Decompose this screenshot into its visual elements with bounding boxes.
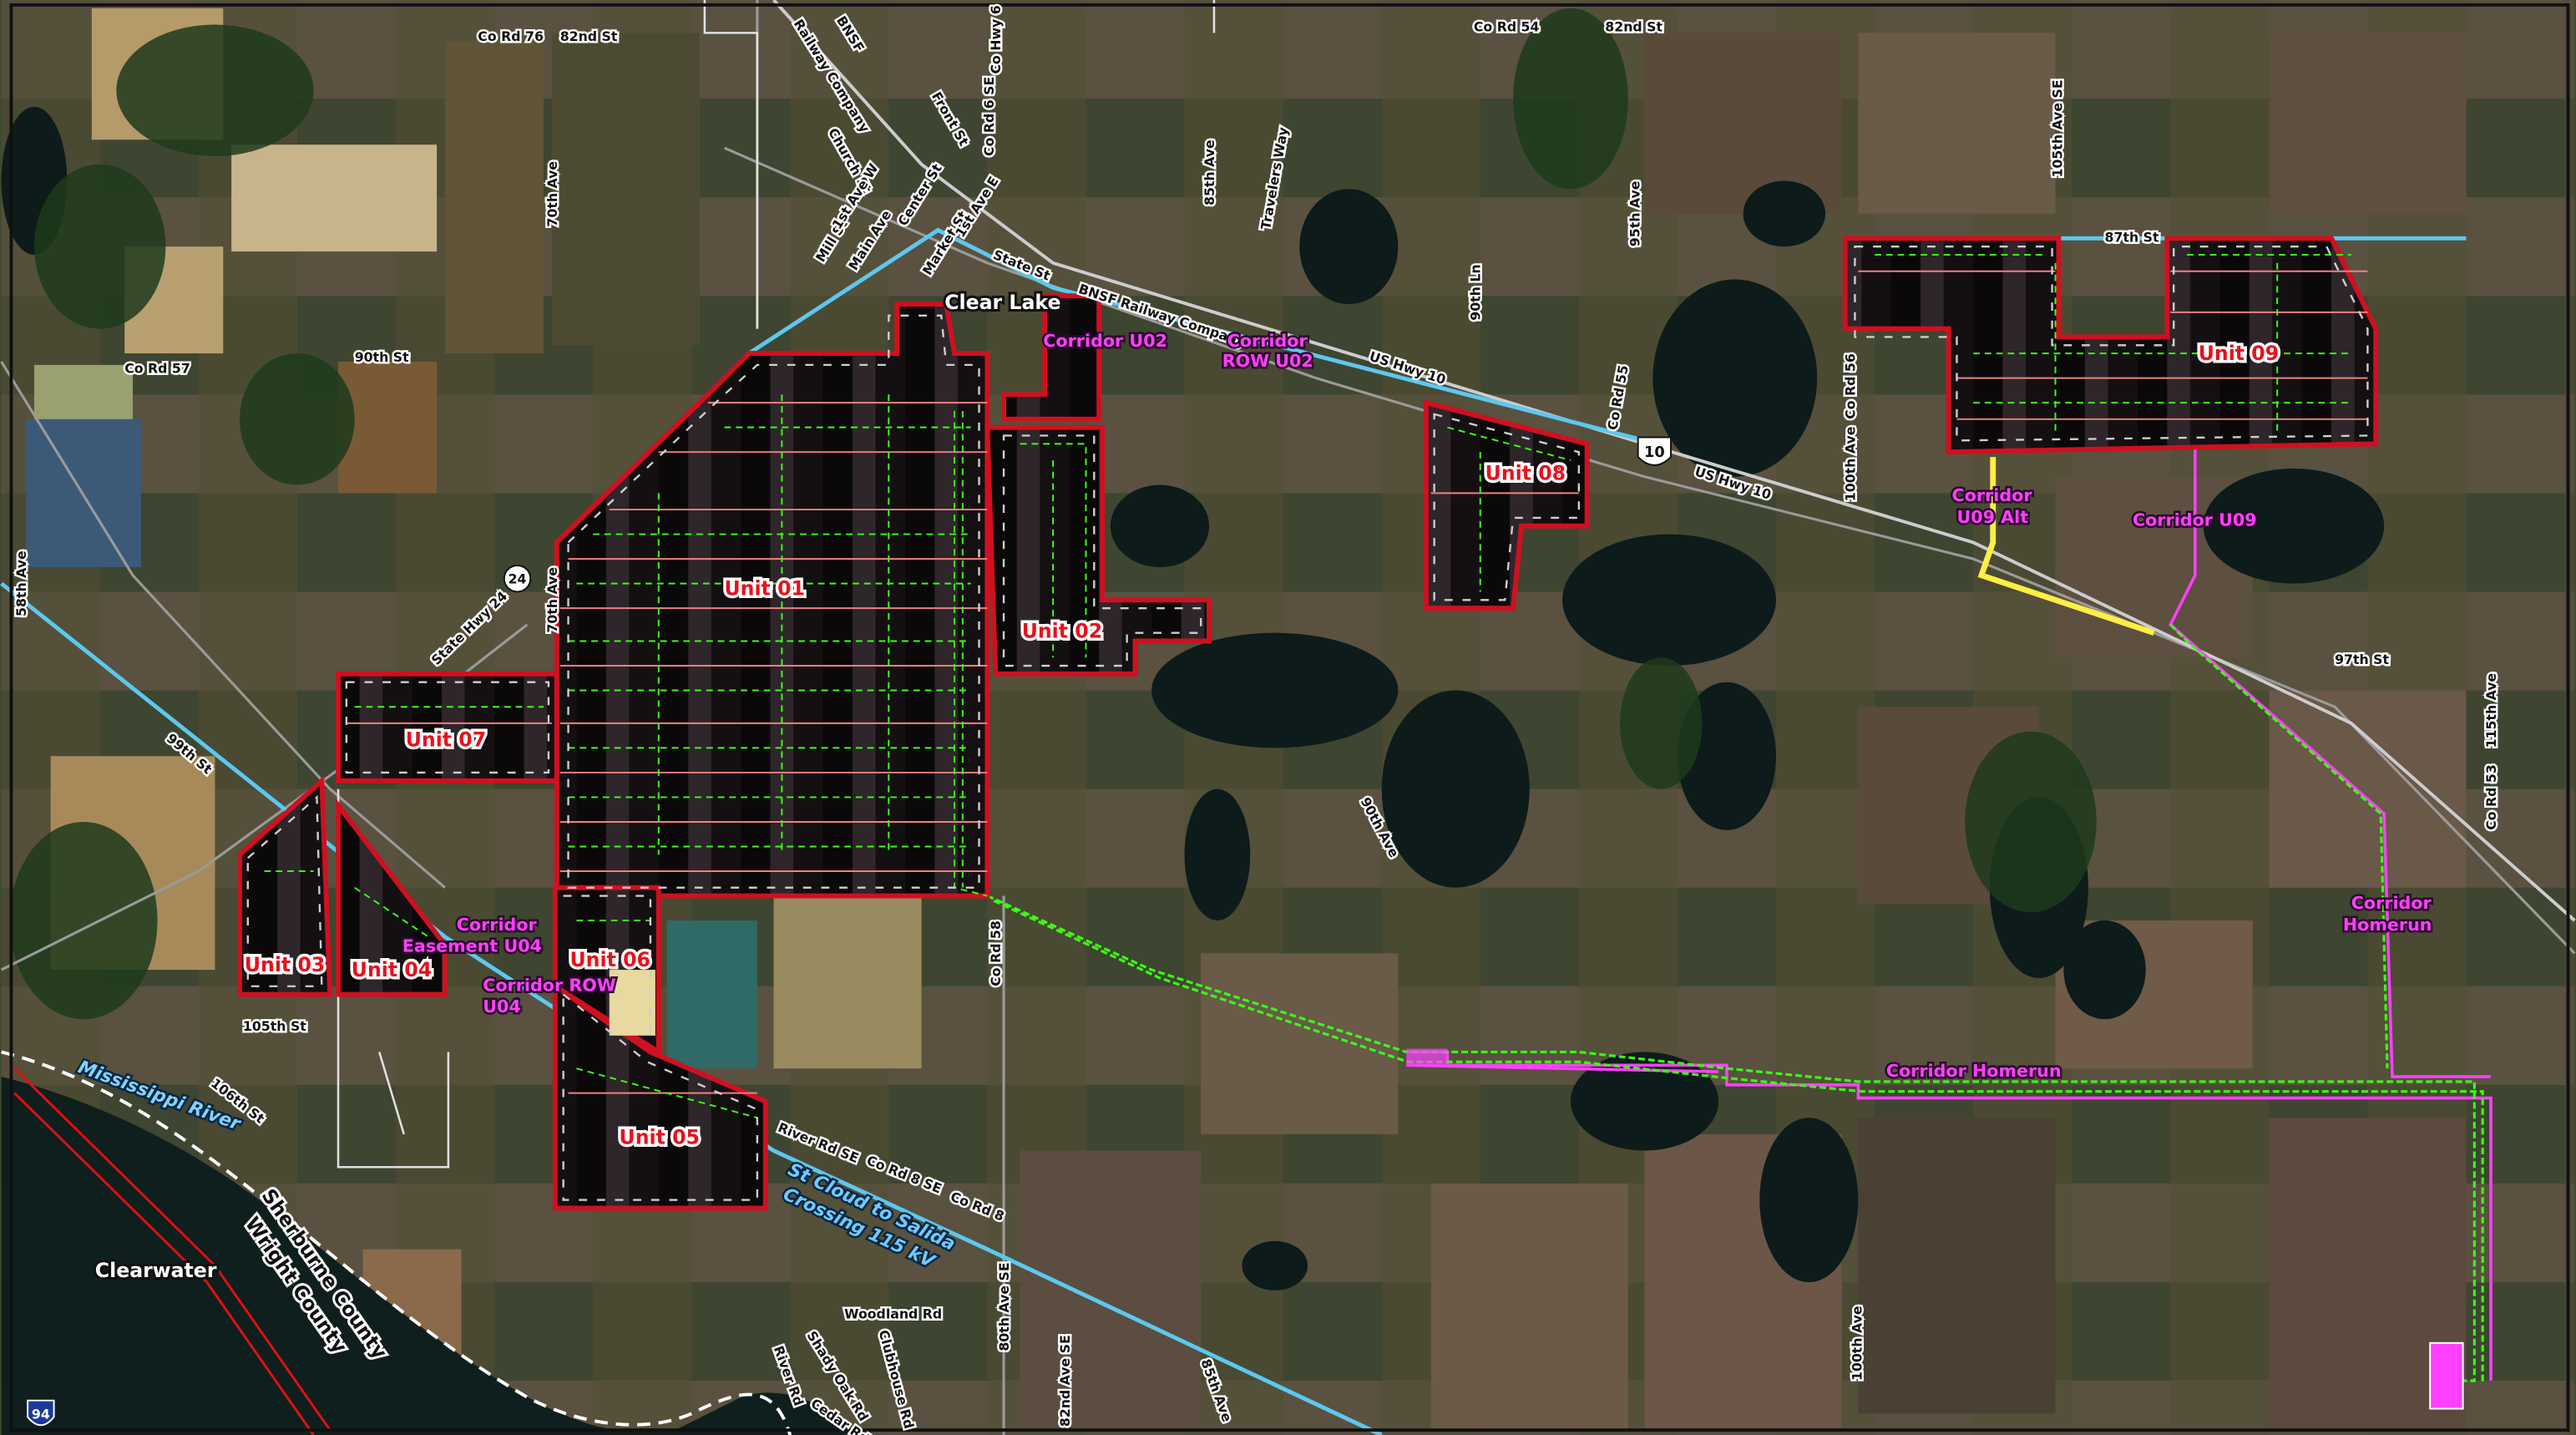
corridor-labels: Corridor U02 Corridor ROW U02 Corridor U…: [400, 329, 2434, 1083]
corridor-u02-label: Corridor U02: [1043, 331, 1167, 351]
road-label: 58th Ave: [13, 550, 29, 616]
road-label: Co Hwy 6: [988, 5, 1004, 74]
road-label: 70th Ave: [544, 567, 560, 633]
substation-site: [2429, 1341, 2464, 1410]
road-label: Co Rd 53: [2483, 764, 2499, 830]
road-label: 105th St: [243, 1018, 306, 1034]
unit-04-label: Unit 04: [352, 958, 432, 981]
unit-01-label: Unit 01: [725, 576, 805, 600]
corridor-u09-alt-line: [1977, 457, 2155, 636]
unit-09-boundary: [1842, 236, 2379, 455]
unit-02-boundary: [984, 293, 1212, 677]
unit-03-label: Unit 03: [245, 953, 325, 976]
corridor-u09-alt-label: U09 Alt: [1956, 507, 2028, 527]
collection-homerun: [986, 623, 2484, 1384]
road-label: 90th Ln: [1468, 264, 1484, 320]
road-label: 80th Ave SE: [996, 1262, 1012, 1351]
road-label: 105th Ave SE: [2049, 79, 2065, 177]
us-hwy-10-shield: 10: [1637, 436, 1673, 466]
railway: [772, 0, 2576, 922]
unit-05-label: Unit 05: [620, 1126, 700, 1149]
corridor-homerun-main-label: Corridor Homerun: [1886, 1061, 2062, 1081]
state-hwy-24-shield-label: 24: [509, 571, 527, 587]
forest-areas: [9, 8, 2097, 1020]
road-label: 100th Ave: [1842, 427, 1858, 502]
unit-07-label: Unit 07: [406, 728, 486, 751]
corridor-homerun-pad: [1406, 1048, 1448, 1066]
road-label: Co Rd 57: [124, 361, 190, 377]
unit-06-label: Unit 06: [570, 948, 650, 971]
corridor-homerun-label: Corridor: [2351, 893, 2432, 913]
road-label: Co Rd 56: [1842, 353, 1858, 419]
corridor-easement-u04-label: Corridor: [457, 915, 538, 935]
unit-02-label: Unit 02: [1022, 620, 1102, 643]
array-rows: [346, 270, 2368, 1094]
town-clearwater: Clearwater: [95, 1259, 217, 1282]
fence-lines: [246, 246, 2369, 1201]
corridor-u09-alt-label: Corridor: [1952, 485, 2033, 505]
unit-07-boundary: [336, 671, 559, 783]
corridor-homerun-label: Homerun: [2343, 915, 2432, 935]
unit-08-boundary: [1423, 399, 1590, 611]
road-label: 95th Ave: [1627, 181, 1643, 247]
road-label: 97th St: [2335, 652, 2389, 667]
road-label: Woodland Rd: [844, 1306, 942, 1321]
road-label: 82nd St: [560, 28, 618, 44]
array-collection: [264, 254, 2351, 1119]
corridor-u09-label: Corridor U09: [2133, 510, 2257, 530]
interstate-94-shield-label: 94: [32, 1406, 50, 1422]
road-label: 100th Ave: [1849, 1306, 1865, 1381]
corridor-row-u02-label: Corridor: [1227, 331, 1308, 351]
unit-03-boundary: [237, 775, 333, 997]
unit-09-label: Unit 09: [2199, 342, 2279, 365]
road-label: Co Rd 76: [478, 28, 544, 44]
unit-04-boundary: [336, 798, 448, 997]
county-boundary-red: [13, 1067, 331, 1431]
map-frame: [9, 3, 2570, 1432]
lakes: [1, 106, 2385, 1290]
road-label: 82nd Ave SE: [1057, 1335, 1073, 1427]
town-clear-lake: Clear Lake: [944, 291, 1060, 314]
unit-08-label: Unit 08: [1485, 462, 1566, 485]
unit-labels: Unit 01 Unit 02 Unit 03 Unit 04 Unit 05 …: [241, 339, 2281, 1153]
road-label: Co Rd 6 SE: [981, 77, 997, 156]
road-label: 90th St: [355, 349, 409, 365]
road-label: 85th Ave: [1202, 139, 1217, 205]
road-label: 70th Ave: [544, 161, 560, 227]
road-label: Co Rd 58: [988, 920, 1004, 986]
unit-05-boundary: [552, 981, 768, 1211]
road-label: 87th St: [2105, 229, 2159, 245]
state-hwy-24-shield: 24: [503, 564, 532, 593]
us-hwy-10-shield-label: 10: [1644, 444, 1665, 461]
terrain-patches: [26, 8, 2467, 1431]
road-label: Co Rd 54: [1474, 18, 1540, 34]
corridor-row-u04-label: Corridor ROW: [483, 976, 616, 996]
road-label: 82nd St: [1605, 18, 1663, 34]
corridor-row-u02-label: ROW U02: [1222, 351, 1313, 371]
road-label: 115th Ave: [2483, 673, 2499, 748]
corridor-row-u04-label: U04: [483, 996, 521, 1017]
corridor-easement-u04-label: Easement U04: [402, 936, 542, 956]
river-mississippi: [1, 1076, 856, 1435]
interstate-94-shield: 94: [27, 1399, 55, 1427]
county-line: [1, 1050, 792, 1435]
